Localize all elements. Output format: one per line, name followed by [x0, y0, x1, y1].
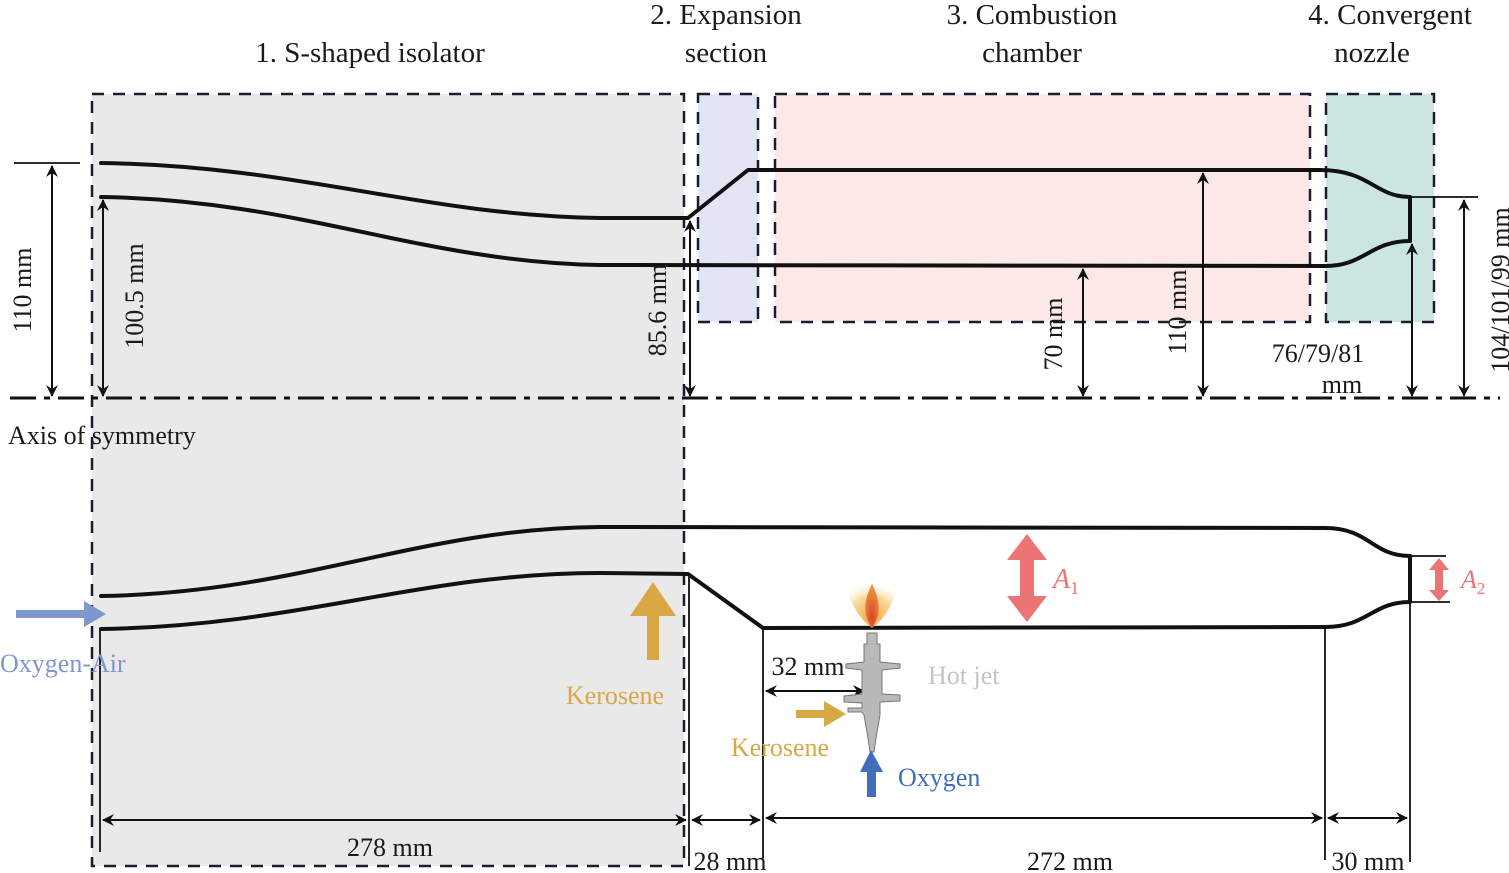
dim-len-nozzle: 30 mm: [1332, 847, 1405, 873]
section-title-combustion-2: chamber: [982, 37, 1082, 69]
section-title-nozzle-1: 4. Convergent: [1308, 0, 1472, 31]
upper-outer-wall: [99, 161, 1412, 220]
area-a1-label: A1: [1051, 564, 1079, 598]
vertical-dimensions: 110 mm 100.5 mm 85.6 mm 70 mm 110 mm 76/…: [8, 165, 1509, 399]
section-title-combustion-1: 3. Combustion: [947, 0, 1118, 31]
kerosene-main-injection: Kerosene: [566, 582, 676, 710]
lower-geometry: [99, 525, 1450, 866]
dim-len-expansion: 28 mm: [694, 847, 767, 873]
section-title-isolator: 1. S-shaped isolator: [255, 37, 485, 69]
section-box-combustion: [773, 92, 1312, 324]
oxygen-air-label: Oxygen-Air: [0, 649, 126, 678]
length-dimensions: 278 mm 28 mm 272 mm 30 mm 32 mm: [102, 652, 1408, 873]
flame-icon: [842, 572, 902, 628]
lower-outer-wall: [99, 525, 1412, 598]
hot-jet-igniter: Hot jet Kerosene Oxygen: [731, 572, 1000, 797]
dim-nozzle-throat-1: 76/79/81: [1272, 339, 1364, 368]
oxygen-air-arrow-icon: [16, 601, 106, 627]
oxygen-up-arrow-icon: [860, 750, 883, 797]
dim-inlet-outer: 110 mm: [8, 248, 37, 333]
area-a2-label: A2: [1459, 565, 1485, 598]
section-title-expansion-1: 2. Expansion: [650, 0, 802, 31]
dim-chamber-outer: 110 mm: [1163, 270, 1192, 355]
upper-geometry: [14, 161, 1478, 268]
lower-inner-wall: [99, 571, 1412, 631]
kerosene-jet-label: Kerosene: [731, 733, 829, 762]
section-box-expansion: [696, 92, 760, 324]
upper-inner-wall: [99, 195, 1412, 268]
injector-icon: [843, 632, 901, 753]
dim-inlet-inner: 100.5 mm: [120, 243, 149, 348]
double-arrow-a2-icon: [1429, 558, 1449, 601]
oxygen-label: Oxygen: [898, 763, 980, 792]
dim-len-chamber: 272 mm: [1027, 847, 1113, 873]
axis-of-symmetry-label: Axis of symmetry: [8, 421, 196, 450]
oxygen-air-inflow: Oxygen-Air: [0, 601, 126, 678]
dim-nozzle-throat-2: mm: [1322, 370, 1362, 399]
dim-jet-offset: 32 mm: [772, 652, 845, 681]
section-title-expansion-2: section: [685, 37, 768, 69]
dim-len-isolator: 278 mm: [347, 833, 433, 862]
kerosene-up-arrow-icon: [630, 582, 676, 660]
double-arrow-a1-icon: [1007, 534, 1047, 622]
section-box-nozzle: [1324, 92, 1436, 324]
section-box-isolator: [90, 92, 686, 868]
hot-jet-label: Hot jet: [928, 661, 1000, 690]
kerosene-main-label: Kerosene: [566, 681, 664, 710]
area-a1: A1: [1007, 534, 1079, 622]
area-a2: A2: [1429, 558, 1485, 601]
dim-nozzle-exit: 104/101/99 mm: [1486, 207, 1509, 372]
section-title-nozzle-2: nozzle: [1334, 37, 1410, 69]
dim-isolator-exit: 85.6 mm: [643, 264, 672, 356]
dim-chamber-inner: 70 mm: [1039, 298, 1068, 371]
kerosene-side-arrow-icon: [796, 701, 846, 727]
